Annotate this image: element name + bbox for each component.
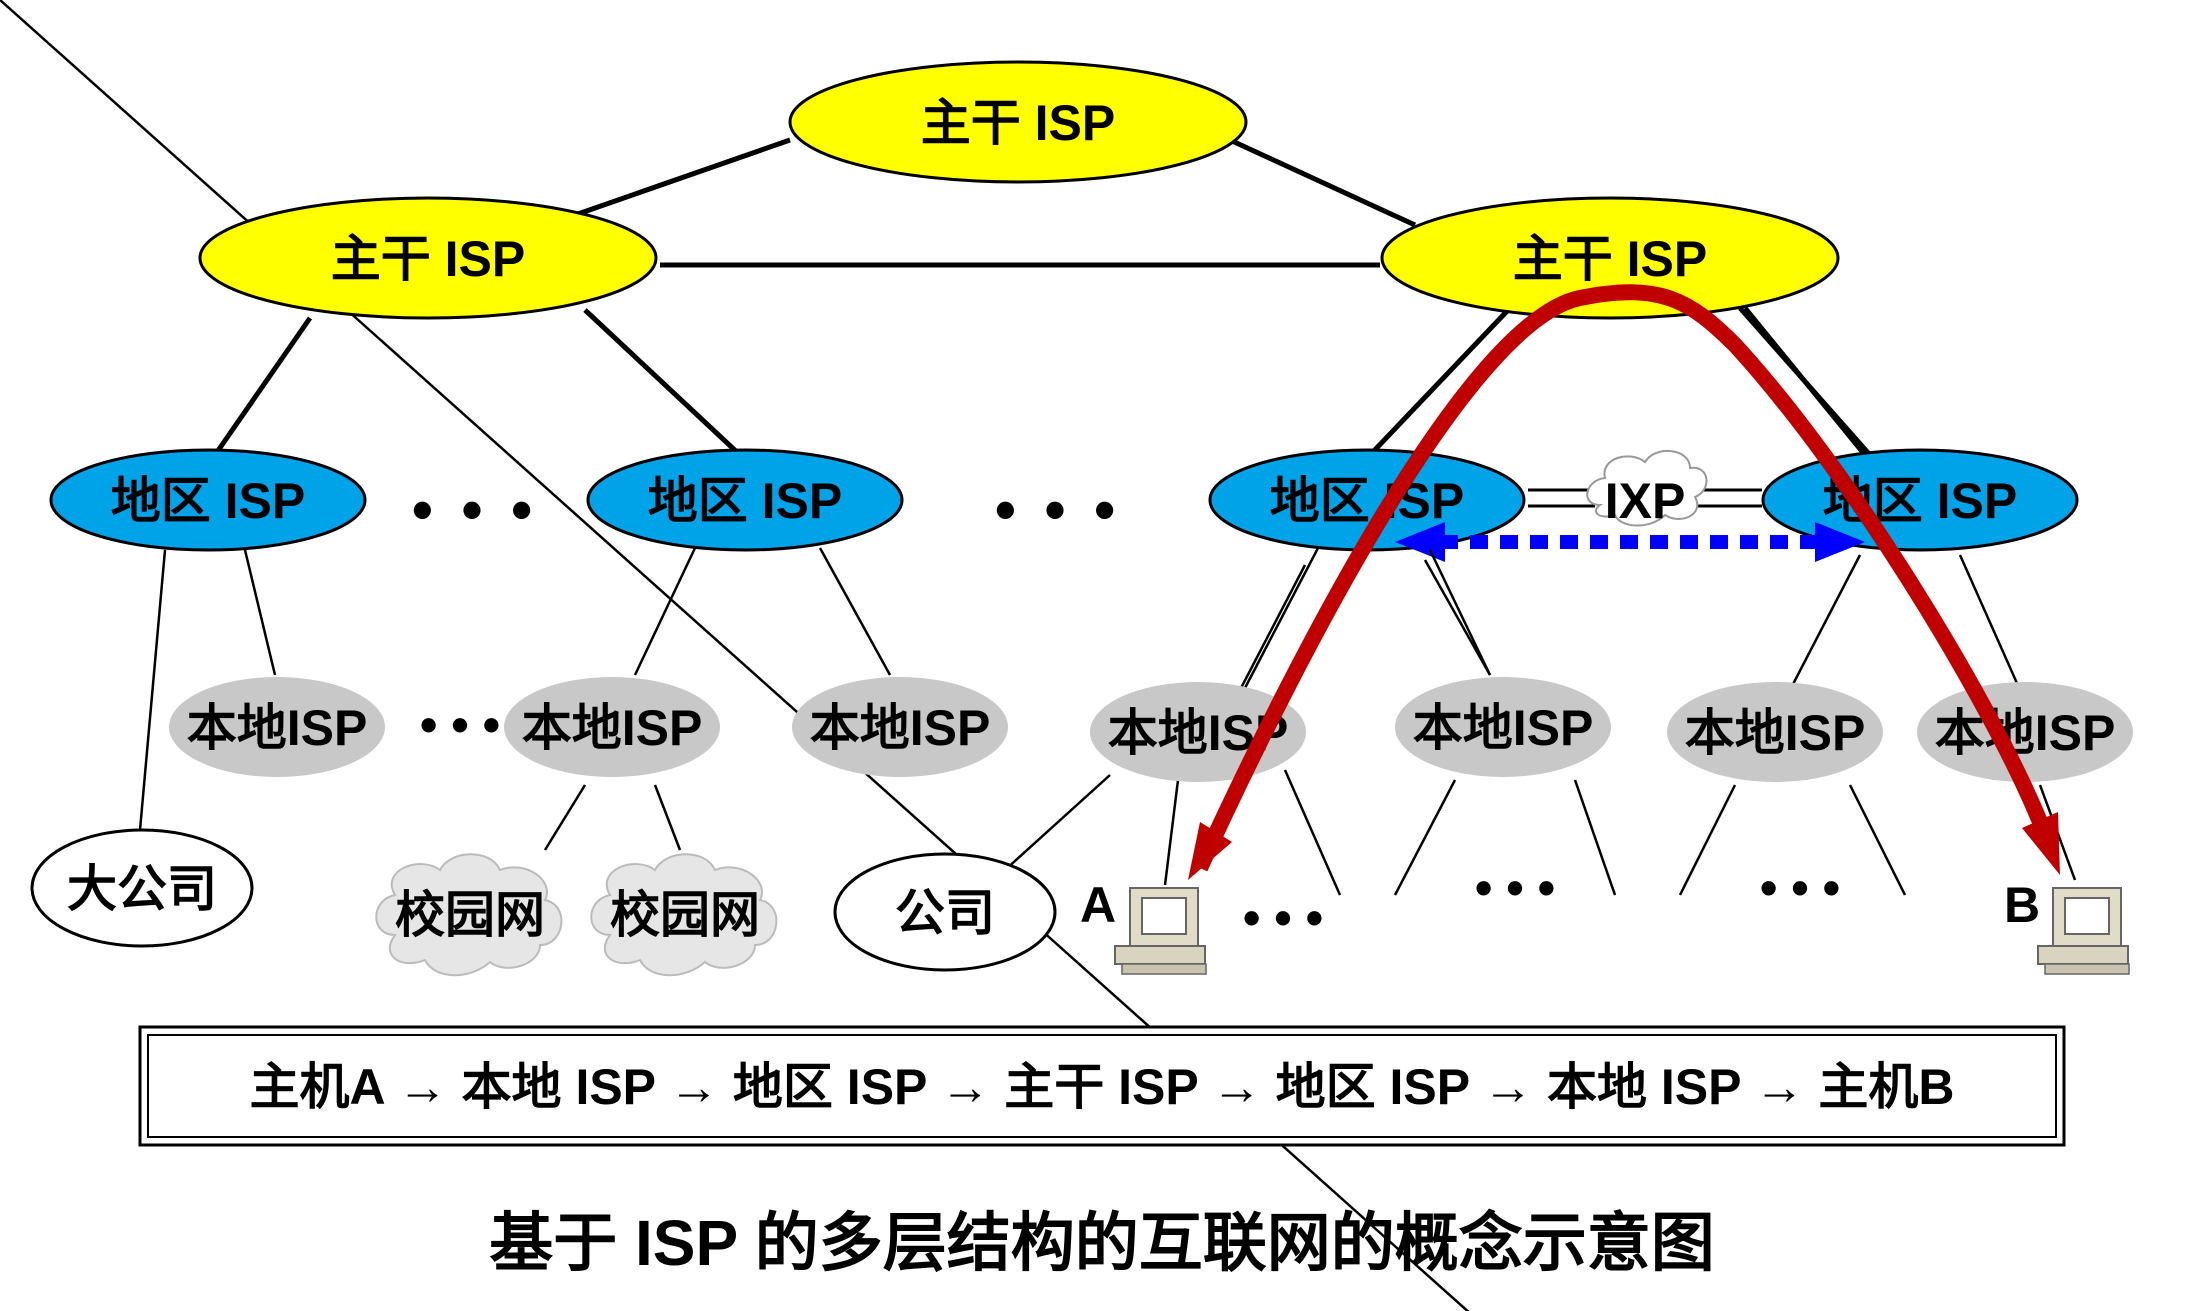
ellipsis-hosts-1: • • • — [1243, 890, 1323, 946]
svg-text:校园网: 校园网 — [610, 887, 760, 943]
company-node: 公司 — [833, 852, 1057, 972]
ixp-route-arrow — [1395, 522, 1865, 562]
host-a-computer — [1114, 887, 1207, 975]
route-arrow — [1188, 284, 2060, 880]
host-b-computer — [2037, 887, 2130, 975]
svg-text:本地ISP: 本地ISP — [1685, 705, 1866, 761]
ellipsis-hosts-2: • • • — [1475, 860, 1555, 916]
local-isp-1: 本地ISP — [169, 677, 385, 777]
ellipsis-regional-1: • • • — [412, 476, 538, 543]
campus-network-2: 校园网 — [590, 853, 778, 977]
svg-text:大公司: 大公司 — [67, 861, 217, 917]
connection-lines — [212, 137, 1872, 457]
svg-text:本地ISP: 本地ISP — [522, 700, 703, 756]
route-path-text: 主机A → 本地 ISP → 地区 ISP → 主干 ISP → 地区 ISP … — [250, 1059, 1955, 1115]
local-isp-5: 本地ISP — [1395, 677, 1611, 777]
regional-local-lines — [1243, 547, 1492, 689]
ellipsis-local: • • • — [420, 697, 500, 753]
ellipsis-hosts-3: • • • — [1760, 860, 1840, 916]
local-isp-7: 本地ISP — [1917, 682, 2133, 782]
backbone-isp-right: 主干 ISP — [1380, 196, 1840, 320]
route-path-box: 主机A → 本地 ISP → 地区 ISP → 主干 ISP → 地区 ISP … — [138, 1025, 2066, 1147]
host-b-label: B — [2004, 877, 2040, 933]
ellipsis-regional-2: • • • — [995, 476, 1121, 543]
svg-text:校园网: 校园网 — [395, 887, 545, 943]
local-isp-6: 本地ISP — [1667, 682, 1883, 782]
svg-text:地区 ISP: 地区 ISP — [111, 473, 305, 529]
backbone-isp-left: 主干 ISP — [198, 196, 658, 320]
svg-text:主干 ISP: 主干 ISP — [921, 95, 1115, 151]
local-isp-3: 本地ISP — [792, 677, 1008, 777]
svg-text:公司: 公司 — [895, 885, 995, 941]
svg-text:本地ISP: 本地ISP — [187, 700, 368, 756]
backbone-isp-top: 主干 ISP — [788, 60, 1248, 184]
svg-text:地区 ISP: 地区 ISP — [648, 473, 842, 529]
ixp-cloud: IXP — [1586, 449, 1708, 529]
svg-text:地区 ISP: 地区 ISP — [1270, 473, 1464, 529]
regional-isp-3: 地区 ISP — [1208, 448, 1526, 552]
svg-text:主干 ISP: 主干 ISP — [1513, 231, 1707, 287]
host-a-label: A — [1080, 877, 1116, 933]
campus-network-1: 校园网 — [375, 853, 563, 977]
svg-text:本地ISP: 本地ISP — [810, 700, 991, 756]
backbone-right-links — [1743, 306, 1867, 457]
diagram-caption: 基于 ISP 的多层结构的互联网的概念示意图 — [489, 1207, 1715, 1279]
svg-text:IXP: IXP — [1605, 473, 1686, 529]
big-company-node: 大公司 — [30, 828, 254, 948]
thin-lines — [0, 0, 2077, 1311]
svg-text:本地ISP: 本地ISP — [1935, 705, 2116, 761]
svg-text:主干 ISP: 主干 ISP — [331, 231, 525, 287]
local-isp-2: 本地ISP — [504, 677, 720, 777]
regional-isp-1: 地区 ISP — [49, 448, 367, 552]
svg-text:本地ISP: 本地ISP — [1413, 700, 1594, 756]
regional-isp-2: 地区 ISP — [586, 448, 904, 552]
